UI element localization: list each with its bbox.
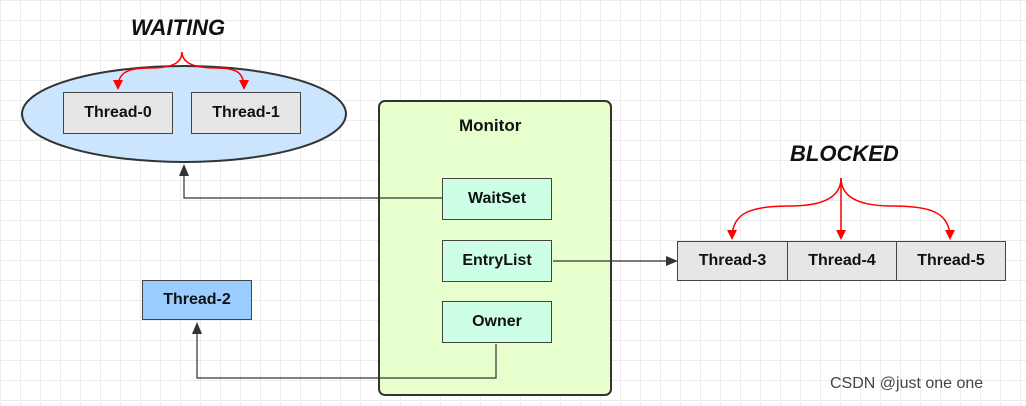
blocked-state-label: BLOCKED <box>790 141 899 166</box>
thread-box-blocked-2: Thread-5 <box>896 241 1006 281</box>
waiting-state-label: WAITING <box>131 15 226 40</box>
entrylist-slot: EntryList <box>442 240 552 282</box>
owner-slot: Owner <box>442 301 552 343</box>
waitset-slot: WaitSet <box>442 178 552 220</box>
waiting-state-arrows <box>113 51 249 90</box>
blocked-state-arrows <box>727 177 955 240</box>
thread-box-owner: Thread-2 <box>142 280 252 320</box>
thread-box-blocked-1: Thread-4 <box>787 241 897 281</box>
csdn-watermark: CSDN @just one one <box>830 375 984 392</box>
monitor-title: Monitor <box>459 116 522 135</box>
thread-box-waiting-0: Thread-0 <box>63 92 173 134</box>
waitset-connector <box>179 164 442 199</box>
thread-box-blocked-0: Thread-3 <box>677 241 788 281</box>
waiting-set-ellipse <box>21 65 347 163</box>
thread-box-waiting-1: Thread-1 <box>191 92 301 134</box>
owner-connector <box>192 322 497 379</box>
